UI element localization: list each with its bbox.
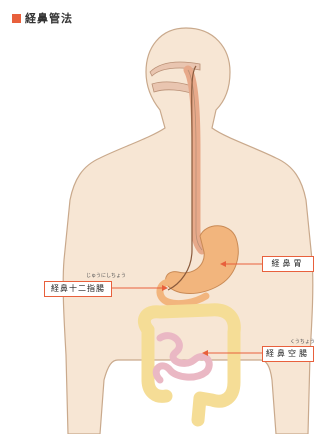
duodenum-label-text: 経鼻十二指腸 (51, 284, 105, 293)
jejunum-label-text: 経鼻空腸 (266, 349, 310, 358)
stomach-label: 経鼻胃 (262, 256, 314, 272)
duodenum-label: 経鼻十二指腸 (44, 281, 112, 297)
stomach-label-text: 経鼻胃 (272, 259, 305, 268)
jejunum-label: 経鼻空腸 (262, 346, 314, 362)
duodenum-ruby: じゅうにしちょう (86, 272, 126, 279)
jejunum-ruby: くうちょう (290, 338, 315, 345)
